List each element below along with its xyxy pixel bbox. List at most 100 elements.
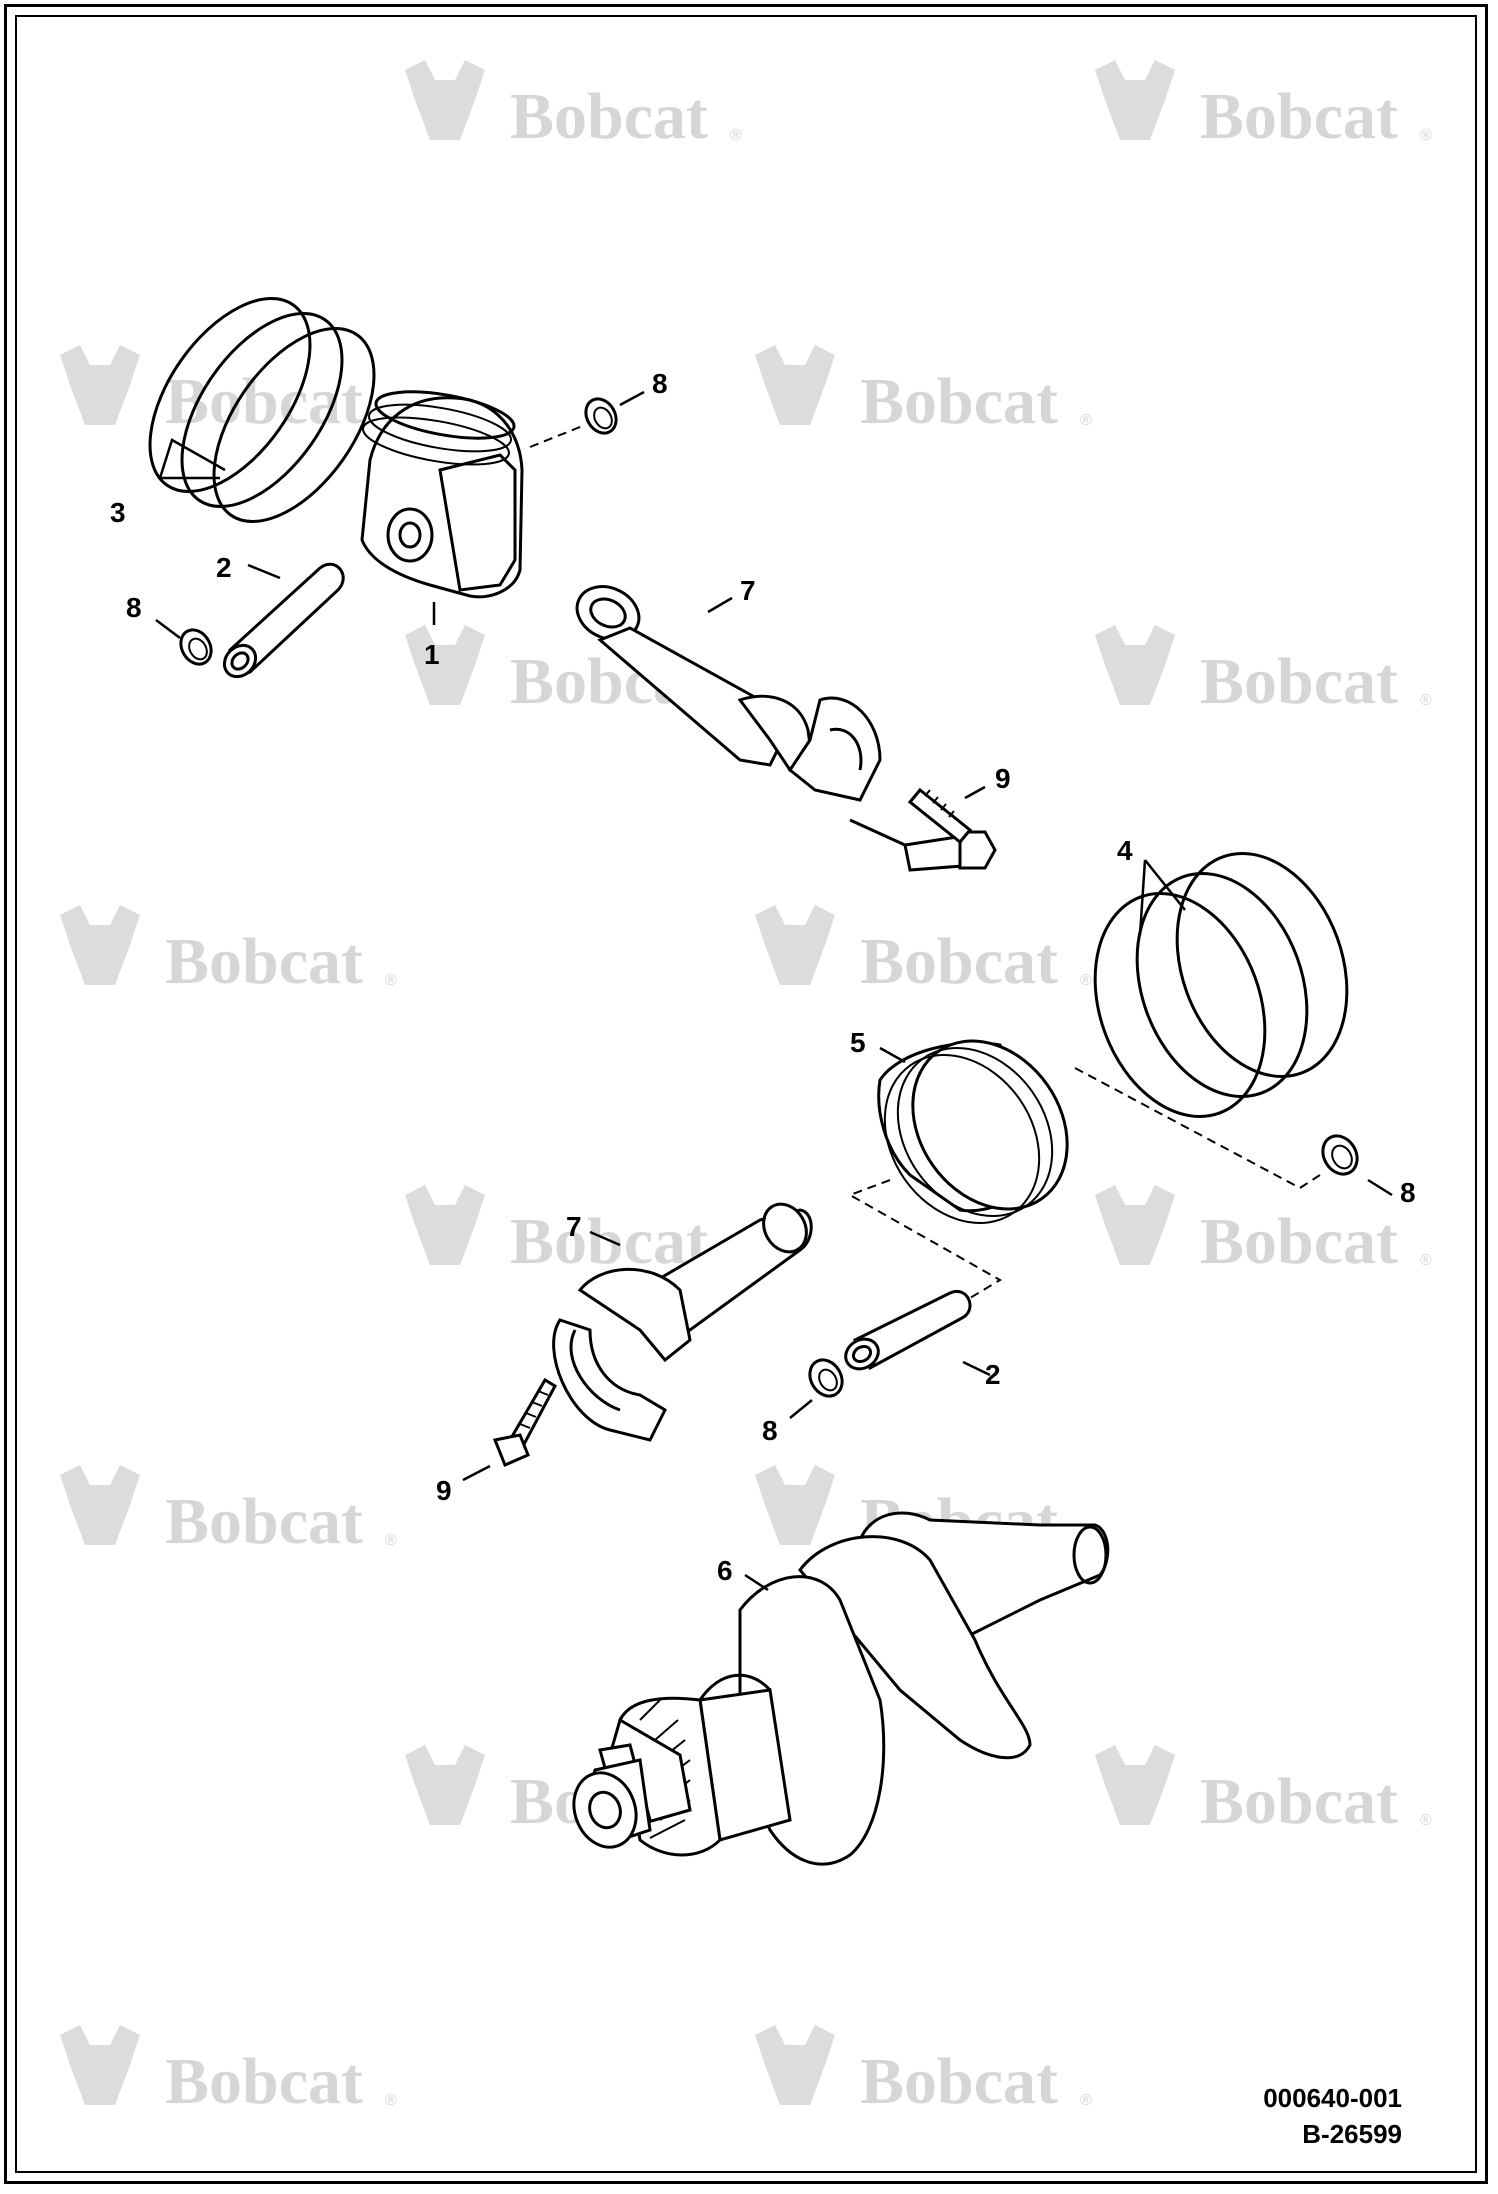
piston-ring-set-upper bbox=[148, 297, 376, 523]
snap-ring-upper-left bbox=[179, 628, 213, 666]
leader-6 bbox=[744, 1573, 769, 1592]
watermark: Bobcat ® bbox=[1095, 1745, 1432, 1838]
connecting-rod-bolt-lower bbox=[492, 1377, 557, 1467]
leader-lines bbox=[155, 390, 1393, 1592]
piston-pin-upper bbox=[222, 562, 345, 679]
leader-5 bbox=[879, 1046, 906, 1064]
bobcat-logo-icon bbox=[755, 1465, 835, 1545]
watermark: Bobcat ® bbox=[60, 905, 397, 998]
connecting-rod-bolt-upper bbox=[907, 787, 973, 845]
callout-2-upper: 2 bbox=[216, 552, 232, 583]
piston-pin-lower bbox=[844, 1289, 972, 1371]
callout-6: 6 bbox=[717, 1555, 733, 1586]
watermark-mark: ® bbox=[1420, 692, 1432, 709]
watermark-text: Bobcat bbox=[1200, 80, 1398, 153]
callout-5: 5 bbox=[850, 1027, 866, 1058]
leader-8-upper-right bbox=[619, 390, 645, 407]
callout-8-upper-left: 8 bbox=[126, 592, 142, 623]
drawing-frame-inner bbox=[15, 15, 1477, 2173]
bobcat-logo-icon bbox=[405, 60, 485, 140]
watermark-text: Bobcat bbox=[860, 2045, 1058, 2118]
watermark-mark: ® bbox=[1420, 127, 1432, 144]
leader-2-lower bbox=[962, 1360, 991, 1377]
connecting-rod-upper bbox=[575, 585, 997, 872]
watermark-mark: ® bbox=[730, 127, 742, 144]
leader-7-lower bbox=[589, 1230, 621, 1247]
watermark-text: Bobcat bbox=[165, 925, 363, 998]
watermark-mark: ® bbox=[1080, 2092, 1092, 2109]
bobcat-logo-icon bbox=[60, 345, 140, 425]
bobcat-logo-icon bbox=[755, 905, 835, 985]
callout-7-upper: 7 bbox=[740, 575, 756, 606]
snap-ring-lower-right bbox=[1321, 1134, 1359, 1176]
watermark: Bobcat ® bbox=[60, 1465, 397, 1558]
crankshaft bbox=[572, 1511, 1110, 1866]
leader-8-upper-left bbox=[155, 619, 181, 639]
bobcat-logo-icon bbox=[755, 2025, 835, 2105]
watermark-text: Bobcat bbox=[165, 2045, 363, 2118]
bobcat-logo-icon bbox=[60, 905, 140, 985]
watermark: Bobcat ® bbox=[60, 345, 397, 438]
bobcat-logo-icon bbox=[1095, 60, 1175, 140]
snap-ring-upper-right bbox=[584, 397, 618, 435]
watermark: Bobcat ® bbox=[755, 2025, 1092, 2118]
watermark-mark: ® bbox=[385, 2092, 397, 2109]
figure-code: B-26599 bbox=[1302, 2119, 1402, 2149]
leader-4 bbox=[1138, 859, 1186, 936]
bobcat-logo-icon bbox=[405, 1745, 485, 1825]
assembly-line bbox=[1074, 1067, 1321, 1190]
watermark-mark: ® bbox=[385, 1532, 397, 1549]
watermark-text: Bobcat bbox=[165, 1485, 363, 1558]
leader-7-upper bbox=[707, 596, 733, 614]
bobcat-logo-icon bbox=[1095, 1745, 1175, 1825]
callout-2-lower: 2 bbox=[985, 1359, 1001, 1390]
watermark-text: Bobcat bbox=[860, 925, 1058, 998]
watermark-text: Bobcat bbox=[1200, 1765, 1398, 1838]
bobcat-logo-icon bbox=[1095, 1185, 1175, 1265]
watermark-text: Bobcat bbox=[510, 80, 708, 153]
piston-lower bbox=[877, 1039, 1069, 1224]
callout-8-lower-left: 8 bbox=[762, 1415, 778, 1446]
connecting-rod-lower bbox=[552, 1202, 813, 1442]
bobcat-logo-icon bbox=[1095, 625, 1175, 705]
watermark: Bobcat ® bbox=[1095, 625, 1432, 718]
bobcat-logo-icon bbox=[755, 345, 835, 425]
watermark-mark: ® bbox=[385, 972, 397, 989]
piston-ring-set-lower bbox=[1093, 852, 1349, 1118]
callout-8-lower-right: 8 bbox=[1400, 1177, 1416, 1208]
snap-ring-lower-left bbox=[808, 1358, 844, 1398]
callout-1: 1 bbox=[424, 639, 440, 670]
bobcat-logo-icon bbox=[60, 2025, 140, 2105]
assembly-line bbox=[529, 424, 586, 448]
leader-8-lower-left bbox=[789, 1399, 813, 1419]
watermark-mark: ® bbox=[1420, 1252, 1432, 1269]
bobcat-logo-icon bbox=[405, 625, 485, 705]
callout-9-upper: 9 bbox=[995, 763, 1011, 794]
watermark-text: Bobcat bbox=[860, 365, 1058, 438]
callout-3: 3 bbox=[110, 497, 126, 528]
callout-7-lower: 7 bbox=[566, 1211, 582, 1242]
watermark-text: Bobcat bbox=[1200, 1205, 1398, 1278]
watermark-layer: Bobcat ® Bobcat ® Bobcat ® Bobcat ® Bobc… bbox=[60, 60, 1432, 2118]
bobcat-logo-icon bbox=[60, 1465, 140, 1545]
watermark: Bobcat ® bbox=[1095, 1185, 1432, 1278]
leader-8-lower-right bbox=[1367, 1178, 1393, 1197]
watermark: Bobcat ® bbox=[1095, 60, 1432, 153]
watermark: Bobcat ® bbox=[405, 60, 742, 153]
watermark-text: Bobcat bbox=[1200, 645, 1398, 718]
leader-3 bbox=[158, 438, 226, 479]
leader-9-upper bbox=[964, 785, 986, 800]
watermark: Bobcat ® bbox=[60, 2025, 397, 2118]
watermark-mark: ® bbox=[1080, 972, 1092, 989]
piston-upper bbox=[360, 390, 524, 599]
watermark-mark: ® bbox=[1420, 1812, 1432, 1829]
leader-9-lower bbox=[462, 1464, 491, 1482]
watermark-mark: ® bbox=[1080, 412, 1092, 429]
drawing-number: 000640-001 bbox=[1263, 2083, 1402, 2113]
watermark: Bobcat ® bbox=[755, 345, 1092, 438]
assembly-line bbox=[847, 1179, 1002, 1311]
callout-labels: 3 2 8 1 8 7 9 4 5 8 7 2 8 9 6 bbox=[110, 368, 1416, 1586]
callout-9-lower: 9 bbox=[436, 1475, 452, 1506]
leader-2-upper bbox=[247, 563, 281, 580]
